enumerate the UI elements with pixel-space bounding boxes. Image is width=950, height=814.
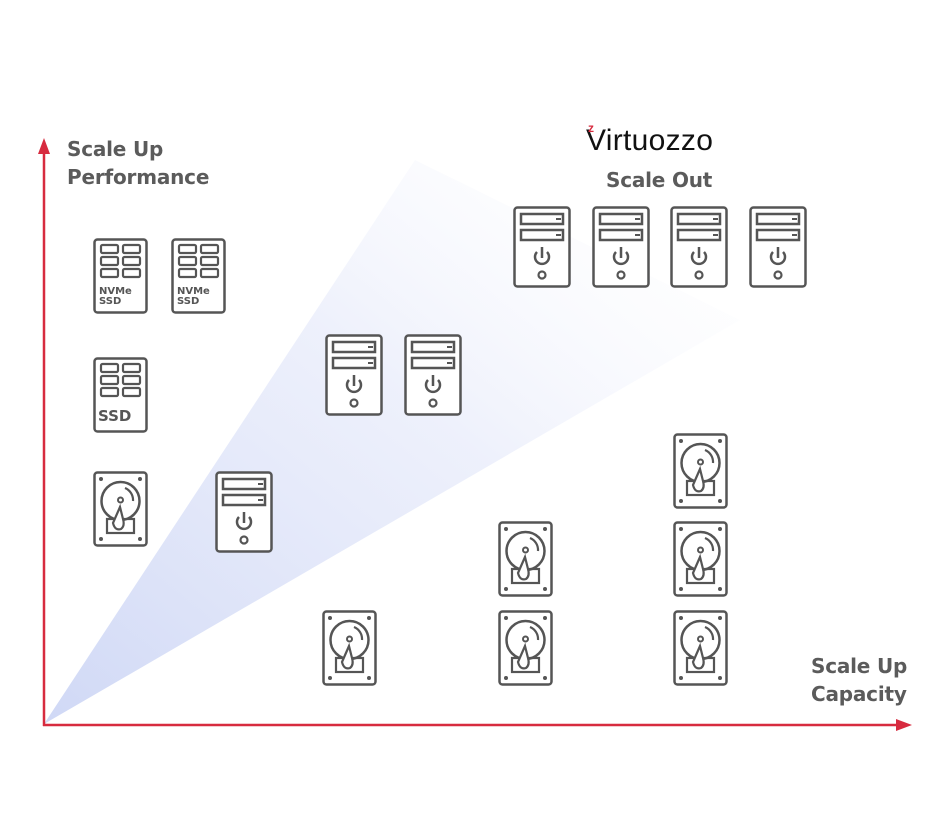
hdd-icon	[673, 433, 728, 509]
ssd-icon: SSD	[93, 357, 148, 433]
server-icon	[670, 206, 728, 288]
hdd-icon	[498, 521, 553, 597]
x-axis-label-line2: Capacity	[811, 682, 907, 706]
scale-out-caption: Scale Out	[606, 168, 713, 192]
x-axis-label: Scale Up Capacity	[811, 652, 907, 708]
nvme-ssd-icon: NVMe SSD	[171, 238, 226, 314]
hdd-icon	[673, 521, 728, 597]
nvme-ssd-icon: NVMe SSD	[93, 238, 148, 314]
x-axis-arrow-icon	[896, 719, 912, 731]
server-icon	[513, 206, 571, 288]
nvme-ssd-label: SSD	[177, 296, 199, 307]
server-icon	[215, 471, 273, 553]
y-axis-label: Scale Up Performance	[67, 135, 209, 191]
nvme-label: NVMe	[99, 286, 132, 297]
server-icon	[592, 206, 650, 288]
y-axis-label-line1: Scale Up	[67, 137, 164, 161]
y-axis-label-line2: Performance	[67, 165, 210, 189]
server-icon	[325, 334, 383, 416]
y-axis-arrow-icon	[38, 138, 50, 154]
hdd-icon	[93, 471, 148, 547]
ssd-label: SSD	[98, 407, 131, 425]
nvme-label: NVMe	[177, 286, 210, 297]
server-icon	[404, 334, 462, 416]
x-axis-label-line1: Scale Up	[811, 654, 908, 678]
logo-accent: z	[588, 121, 595, 135]
logo-text: Virtuozzo	[586, 124, 714, 157]
server-icon	[749, 206, 807, 288]
hdd-icon	[498, 610, 553, 686]
hdd-icon	[322, 610, 377, 686]
hdd-icon	[673, 610, 728, 686]
nvme-ssd-label: SSD	[99, 296, 121, 307]
scale-out-wedge	[44, 160, 740, 724]
virtuozzo-logo: z Virtuozzo	[586, 121, 714, 158]
